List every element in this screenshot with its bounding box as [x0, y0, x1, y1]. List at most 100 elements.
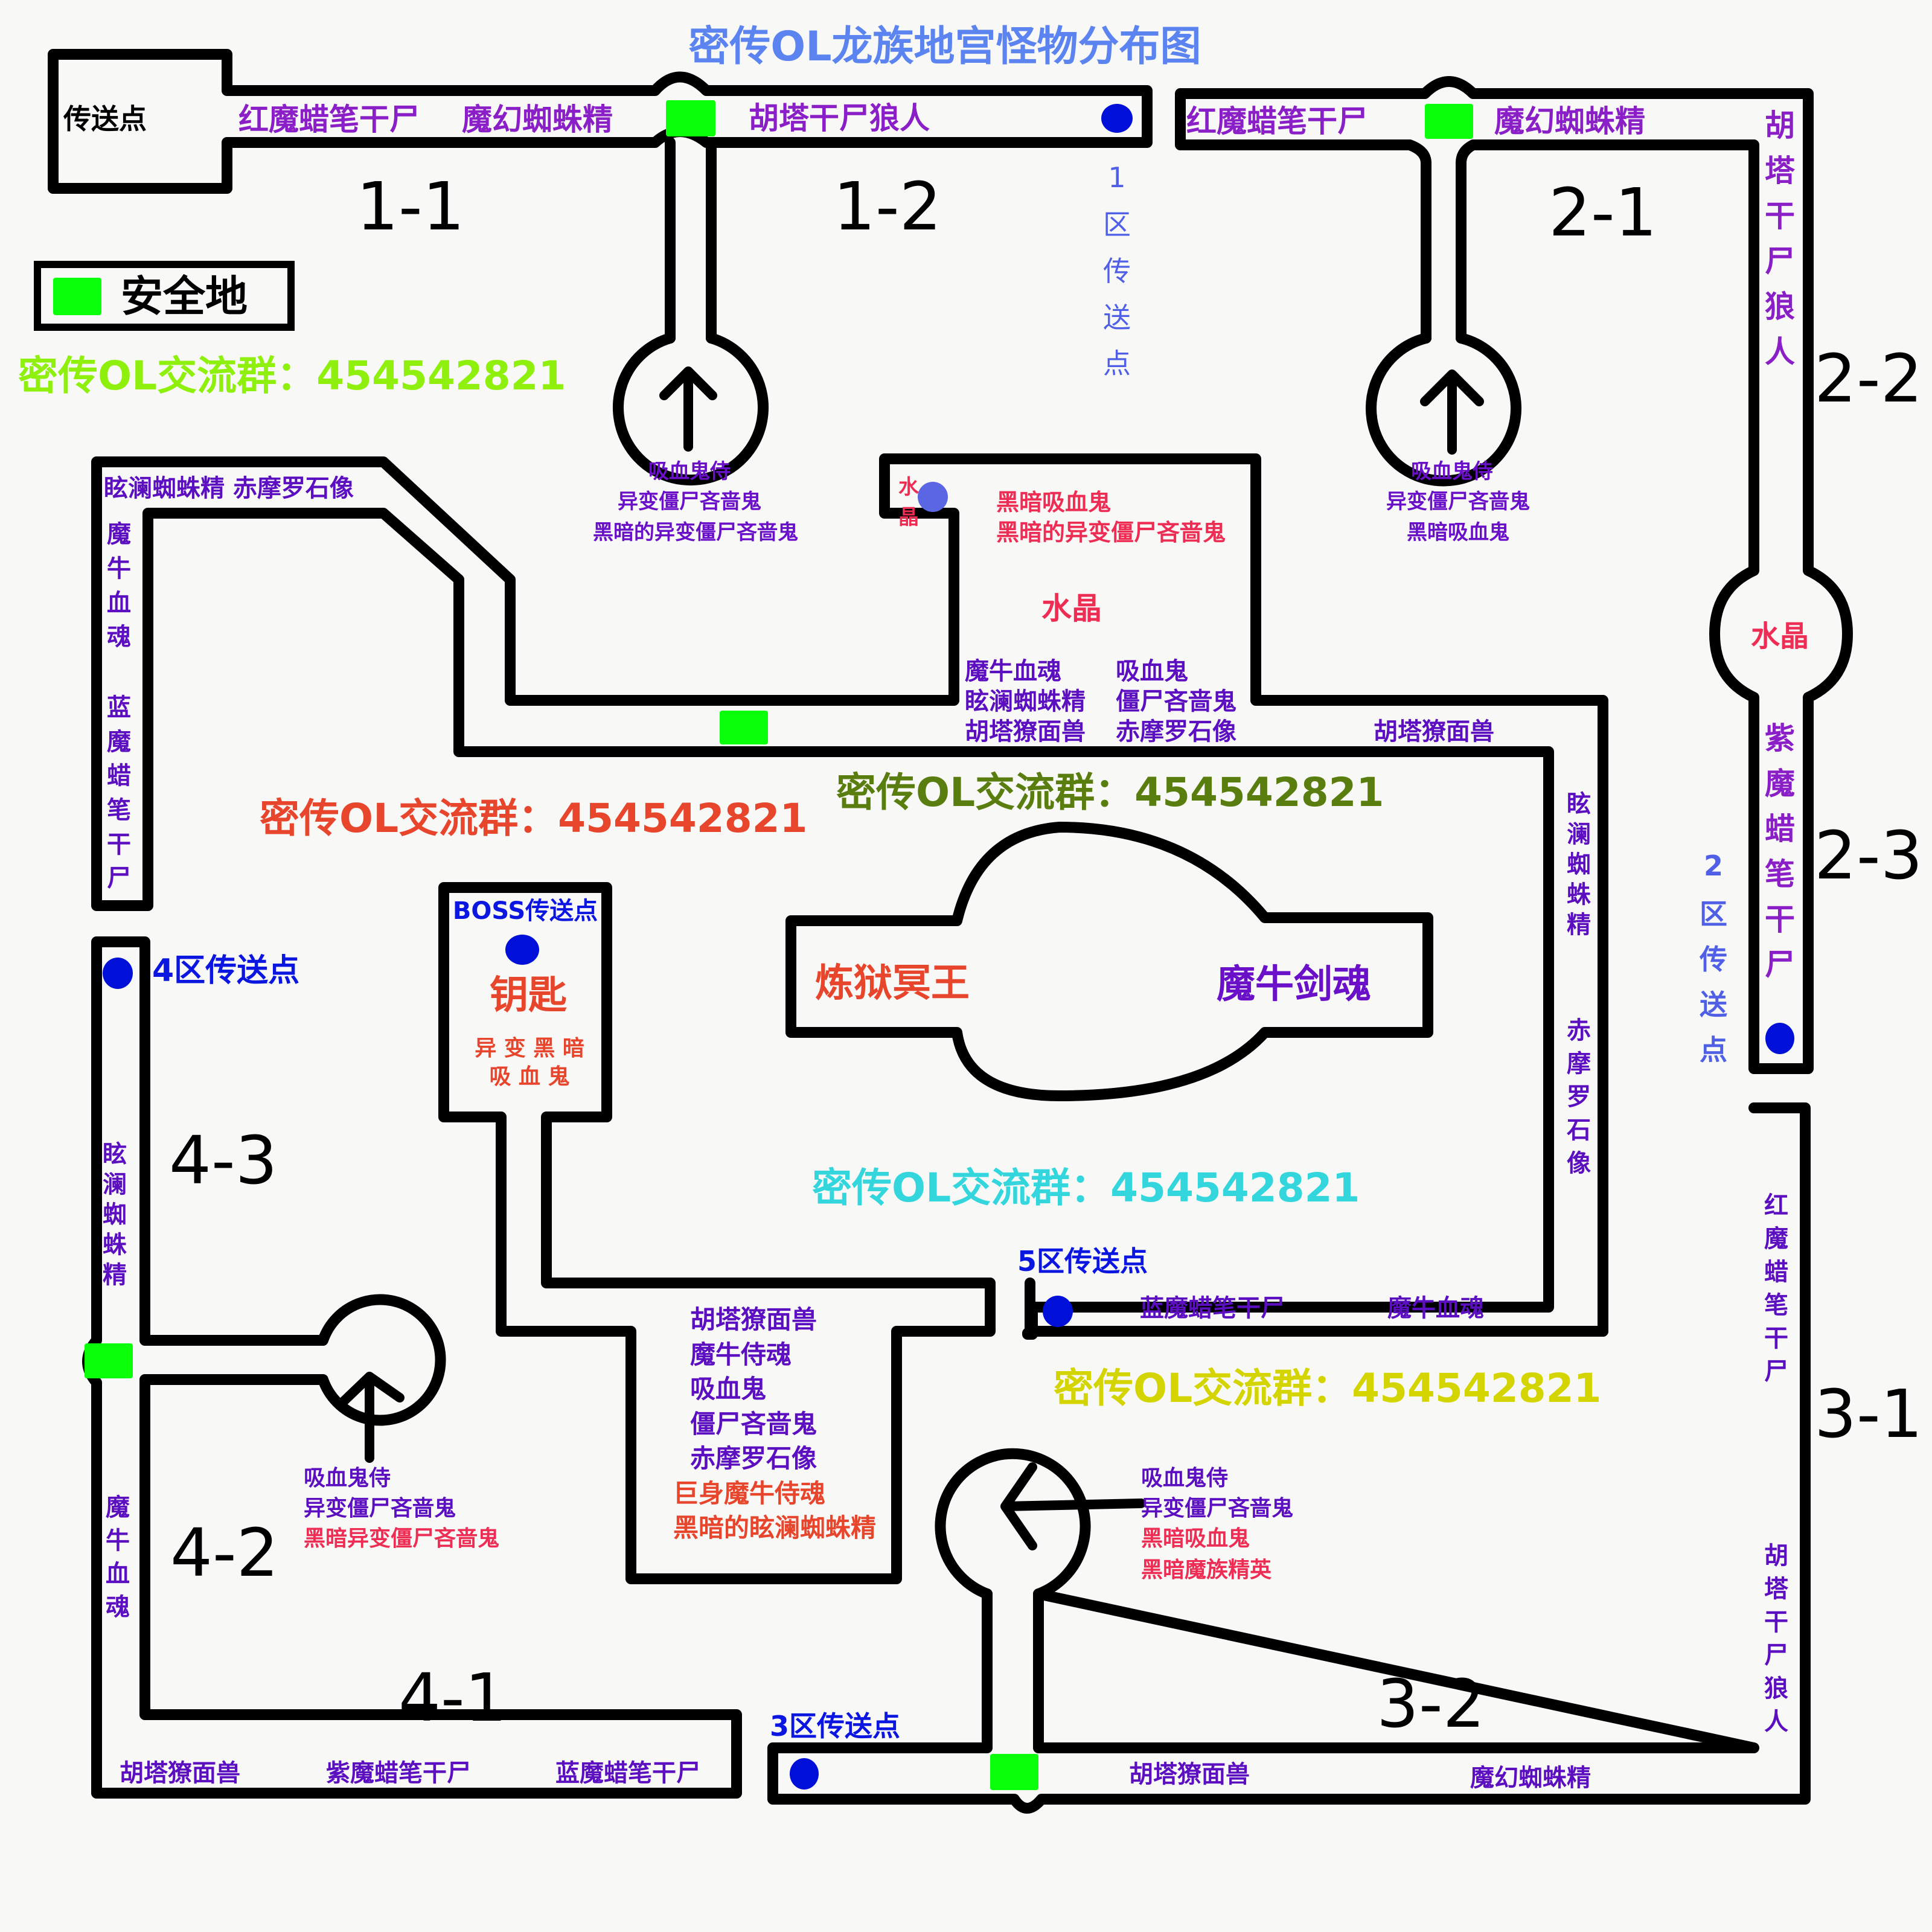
- zone-label: 4-1: [398, 1659, 507, 1736]
- room-mob: 异 变 黑 暗: [475, 1035, 584, 1061]
- svg-text:干: 干: [1765, 902, 1795, 937]
- safe-zone: [720, 711, 768, 744]
- teleport-dot[interactable]: [505, 935, 539, 965]
- svg-text:笔: 笔: [1764, 1291, 1788, 1319]
- boss-name: 炼狱冥王: [815, 961, 970, 1006]
- zone-label: 2-3: [1814, 817, 1923, 894]
- teleport-dot[interactable]: [790, 1758, 819, 1790]
- bulb-mob: 吸血鬼侍: [1411, 459, 1493, 484]
- r21-bulb-wall: [1366, 333, 1521, 487]
- svg-text:蓝: 蓝: [107, 694, 131, 721]
- svg-text:魔: 魔: [1765, 766, 1795, 801]
- svg-text:摩: 摩: [1567, 1050, 1591, 1078]
- svg-text:尸: 尸: [1764, 1358, 1788, 1386]
- svg-text:石: 石: [1567, 1116, 1591, 1144]
- svg-text:魂: 魂: [107, 623, 131, 651]
- corridor-mob: 魔牛血魂: [1387, 1294, 1484, 1322]
- corridor-mob: 蓝魔蜡笔干尸: [1140, 1294, 1285, 1322]
- svg-text:吸血鬼: 吸血鬼: [690, 1374, 766, 1404]
- boss-arena-wall: [785, 822, 1433, 1101]
- zone5-teleport-label: 5区传送点: [1017, 1245, 1148, 1278]
- svg-text:澜: 澜: [1567, 820, 1591, 848]
- corridor-mob: 红魔蜡笔干尸: [1186, 104, 1367, 139]
- svg-text:魔: 魔: [107, 520, 131, 548]
- svg-text:牛: 牛: [106, 1527, 130, 1555]
- elite-mob: 黑暗吸血鬼: [996, 489, 1111, 516]
- svg-text:僵尸吝啬鬼: 僵尸吝啬鬼: [690, 1409, 817, 1439]
- safe-zone: [85, 1343, 133, 1378]
- svg-text:点: 点: [1700, 1034, 1727, 1066]
- zone1-teleport-label: 区: [1103, 208, 1131, 241]
- svg-text:牛: 牛: [107, 555, 131, 583]
- svg-text:区: 区: [1700, 898, 1727, 930]
- teleport-dot[interactable]: [103, 958, 133, 989]
- bulb-mob: 黑暗吸血鬼: [1407, 520, 1509, 545]
- svg-text:吸血鬼侍: 吸血鬼侍: [1141, 1466, 1228, 1491]
- corridor-mob: 魔幻蜘蛛精: [1494, 104, 1645, 139]
- crystal-label: 水晶: [1041, 591, 1102, 626]
- svg-text:黑暗异变僵尸吝啬鬼: 黑暗异变僵尸吝啬鬼: [304, 1526, 499, 1551]
- safe-zone: [666, 100, 715, 136]
- qq-group-ad: 密传OL交流群：454542821: [1054, 1365, 1601, 1412]
- svg-text:澜: 澜: [103, 1171, 127, 1198]
- svg-text:像: 像: [1567, 1150, 1591, 1177]
- r32-bulb-wall: [935, 1448, 1091, 1599]
- svg-text:胡: 胡: [1765, 108, 1795, 143]
- teleport-dot[interactable]: [1101, 104, 1133, 133]
- svg-text:尸: 尸: [1764, 1642, 1788, 1669]
- bulb-mob: 黑暗的异变僵尸吝啬鬼: [593, 520, 798, 545]
- vertical-mob-label: 红 魔 蜡 笔 干 尸 胡 塔 干 尸 狼 人: [1764, 1192, 1789, 1736]
- svg-text:精: 精: [1567, 911, 1591, 939]
- corridor-mob: 眩澜蜘蛛精 赤摩罗石像: [104, 475, 354, 502]
- start-teleport-label: 传送点: [63, 103, 147, 135]
- svg-text:笔: 笔: [1765, 857, 1795, 892]
- crystal-dot: [918, 482, 948, 512]
- svg-text:胡: 胡: [1764, 1542, 1788, 1570]
- svg-text:干: 干: [1764, 1608, 1788, 1636]
- boss-teleport-room-wall: [438, 882, 996, 1584]
- corridor-mob: 蓝魔蜡笔干尸: [555, 1759, 700, 1787]
- svg-text:吸血鬼: 吸血鬼: [1116, 657, 1188, 685]
- corridor-mob: 魔幻蜘蛛精: [1470, 1764, 1591, 1792]
- zone1-teleport-label: 1: [1108, 161, 1125, 194]
- zone1-teleport-label: 点: [1103, 347, 1131, 380]
- qq-group-ad: 密传OL交流群：454542821: [836, 769, 1384, 816]
- svg-text:罗: 罗: [1567, 1083, 1591, 1111]
- svg-text:送: 送: [1700, 988, 1727, 1021]
- zone-label: 1-2: [833, 168, 942, 245]
- svg-text:蜘: 蜘: [103, 1201, 127, 1229]
- bulb-mob: 异变僵尸吝啬鬼: [1386, 490, 1530, 514]
- svg-text:异变僵尸吝啬鬼: 异变僵尸吝啬鬼: [304, 1495, 456, 1521]
- svg-text:尸: 尸: [1765, 947, 1795, 982]
- svg-text:蜡: 蜡: [1765, 811, 1795, 846]
- zone-label: 4-3: [169, 1122, 278, 1199]
- vertical-mob-label: 紫 魔 蜡 笔 干 尸: [1765, 721, 1795, 982]
- svg-text:塔: 塔: [1764, 1575, 1789, 1603]
- left-lower-corridor-wall: [82, 936, 742, 1799]
- qq-group-ad: 密传OL交流群：454542821: [812, 1165, 1360, 1211]
- corridor-mob: 紫魔蜡笔干尸: [326, 1759, 471, 1787]
- svg-text:黑暗魔族精英: 黑暗魔族精英: [1141, 1558, 1272, 1582]
- teleport-dot[interactable]: [1765, 1023, 1794, 1054]
- zone1-teleport-label: 传: [1103, 255, 1131, 287]
- svg-text:狼: 狼: [1765, 289, 1795, 324]
- svg-text:赤摩罗石像: 赤摩罗石像: [1116, 718, 1236, 746]
- svg-text:魂: 魂: [106, 1593, 130, 1621]
- teleport-dot[interactable]: [1043, 1296, 1073, 1327]
- zone-label: 3-2: [1377, 1665, 1485, 1742]
- corridor-mob: 胡塔獠面兽: [1129, 1761, 1250, 1788]
- svg-text:血: 血: [106, 1560, 130, 1588]
- svg-text:赤摩罗石像: 赤摩罗石像: [690, 1444, 817, 1473]
- svg-text:胡塔獠面兽: 胡塔獠面兽: [690, 1305, 817, 1334]
- up-arrow-icon: [659, 366, 717, 452]
- up-arrow-icon: [1420, 369, 1484, 455]
- corridor-mob: 红魔蜡笔干尸: [238, 102, 420, 137]
- svg-text:眩: 眩: [103, 1140, 127, 1168]
- legend-safe-swatch: [53, 278, 101, 315]
- zone-label: 2-2: [1814, 340, 1923, 417]
- elite-mob: 黑暗的异变僵尸吝啬鬼: [996, 519, 1226, 546]
- svg-text:笔: 笔: [107, 796, 131, 824]
- corridor-mob: 魔幻蜘蛛精: [462, 102, 613, 137]
- svg-text:干: 干: [1765, 199, 1795, 234]
